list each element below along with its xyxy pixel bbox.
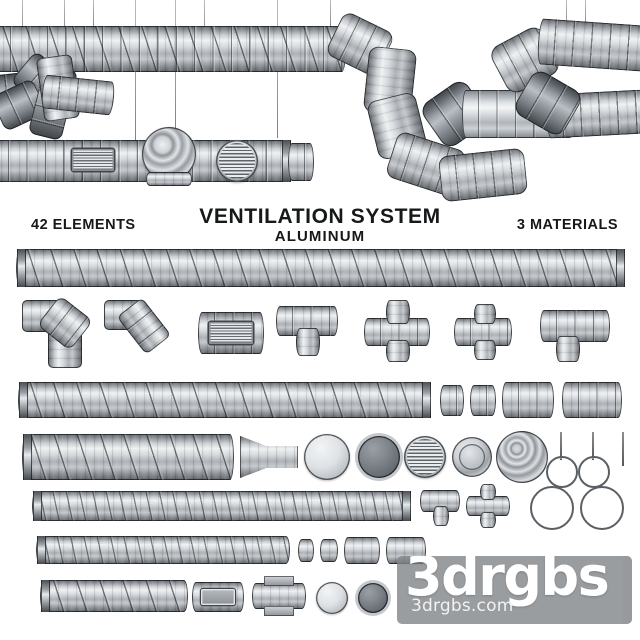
- hanger-rod-icon: [93, 0, 94, 30]
- hanger-clamp-stem: [560, 432, 562, 460]
- flanged-sleeve-body: [252, 583, 306, 609]
- duct-rib-bands: [288, 143, 314, 181]
- tee-branch: [296, 328, 320, 356]
- cross-small-run: [466, 496, 510, 516]
- hanger-rod-icon: [204, 0, 205, 44]
- concentric-diffuser: [496, 431, 548, 483]
- hanger-rod-icon: [22, 0, 23, 42]
- clamp-ring-b: [580, 486, 624, 530]
- access-panel-door: [201, 589, 235, 605]
- hanger-clamp-b: [578, 456, 610, 488]
- cross-fitting: [364, 300, 430, 362]
- hanger-rod-icon: [64, 0, 65, 38]
- duct-rib-bands: [440, 385, 464, 416]
- duct-endcap: [33, 491, 42, 521]
- grille-round-louver: [404, 436, 446, 478]
- elbow-45: [104, 297, 172, 362]
- sleeve-long: [562, 382, 622, 418]
- duct-rib-bands: [536, 18, 640, 72]
- clamp-ring-a: [530, 486, 574, 530]
- duct-spiral-seam: [18, 382, 430, 418]
- long-spiral-duct-l: [18, 382, 430, 418]
- cap-plain-small: [316, 582, 348, 614]
- duct-endcap: [23, 434, 32, 480]
- duct-rib-bands: [502, 382, 554, 418]
- flanged-sleeve-flange-top: [264, 576, 294, 586]
- coupler-short-b: [470, 385, 496, 416]
- duct-spiral-seam: [36, 536, 290, 564]
- spiral-duct-wide: [22, 434, 234, 480]
- spiral-duct-thin: [36, 536, 290, 564]
- coupler-short-a: [440, 385, 464, 416]
- diffuser-collar: [146, 172, 192, 186]
- riser-elbow-segment-e: [437, 147, 529, 203]
- tee-small-branch: [433, 506, 449, 526]
- sleeve-medium: [502, 382, 554, 418]
- tee-side-branch: [556, 336, 580, 362]
- watermark-domain: 3drgbs.com: [411, 596, 514, 616]
- duct-endcap: [19, 382, 28, 418]
- lower-supply-duct-right: [288, 143, 314, 181]
- elbow-90: [22, 295, 94, 368]
- hanger-rod-icon: [566, 0, 567, 30]
- duct-endcap: [616, 249, 625, 287]
- access-panel-box: [192, 582, 244, 612]
- duct-endcap: [402, 491, 411, 521]
- top-installation-scene: [0, 0, 640, 205]
- hanger-clamp-stem: [592, 432, 594, 460]
- flanged-sleeve: [252, 576, 306, 616]
- cross-small-branch-up: [480, 484, 496, 500]
- page-subtitle: ALUMINUM: [274, 228, 366, 245]
- cross-small: [466, 484, 510, 528]
- duct-rib-bands: [562, 382, 622, 418]
- hanger-rod-icon: [585, 0, 586, 30]
- coupler-tiny-b: [320, 539, 338, 562]
- duct-spiral-seam: [16, 249, 624, 287]
- hanger-clamp-stem: [622, 432, 624, 466]
- duct-rib-bands: [437, 147, 529, 203]
- sleeve-plain-a: [344, 537, 380, 564]
- reducer-cone-body: [240, 436, 298, 478]
- reducer-cone: [240, 436, 298, 478]
- spiral-duct-short: [40, 580, 188, 612]
- flanged-sleeve-flange-bottom: [264, 606, 294, 616]
- cross-branch-down: [386, 340, 410, 362]
- round-louver-grille: [216, 140, 258, 182]
- tee-fitting: [276, 306, 338, 356]
- long-spiral-duct-xl: [16, 249, 624, 287]
- rectangular-louver-grille: [72, 149, 114, 171]
- tee-small: [420, 490, 460, 526]
- cross-offset-branch-down: [474, 340, 496, 360]
- materials-count-label: 3 MATERIALS: [516, 217, 618, 233]
- elements-count-label: 42 ELEMENTS: [31, 217, 136, 233]
- duct-rib-bands: [470, 385, 496, 416]
- coupler-tiny-a: [298, 539, 314, 562]
- spiral-duct-slim: [32, 491, 410, 521]
- watermark-brand: 3drgbs: [405, 556, 610, 608]
- cross-fitting-offset: [454, 304, 512, 360]
- tee-small-run: [420, 490, 460, 512]
- watermark-edge-strip: [623, 556, 632, 624]
- page-title: VENTILATION SYSTEM: [199, 205, 441, 228]
- cap-plain: [304, 434, 350, 480]
- cross-offset-branch-up: [474, 304, 496, 324]
- duct-spiral-seam: [32, 491, 410, 521]
- hanger-clamp-a: [546, 456, 578, 488]
- watermark: 3drgbs 3drgbs.com: [397, 556, 632, 624]
- ring-collar: [452, 437, 492, 477]
- knot-upper-horizontal: [536, 18, 640, 72]
- inline-rect-louver: [198, 312, 264, 354]
- cap-dark: [358, 436, 400, 478]
- louver-face: [209, 322, 253, 344]
- duct-spiral-seam: [22, 434, 234, 480]
- duct-spiral-seam: [40, 580, 188, 612]
- cross-branch-up: [386, 300, 410, 324]
- duct-endcap: [17, 249, 26, 287]
- tee-fitting-side: [540, 310, 610, 362]
- duct-endcap: [37, 536, 46, 564]
- duct-endcap: [41, 580, 50, 612]
- cap-dark-small: [358, 583, 388, 613]
- duct-endcap: [422, 382, 431, 418]
- cross-small-branch-down: [480, 512, 496, 528]
